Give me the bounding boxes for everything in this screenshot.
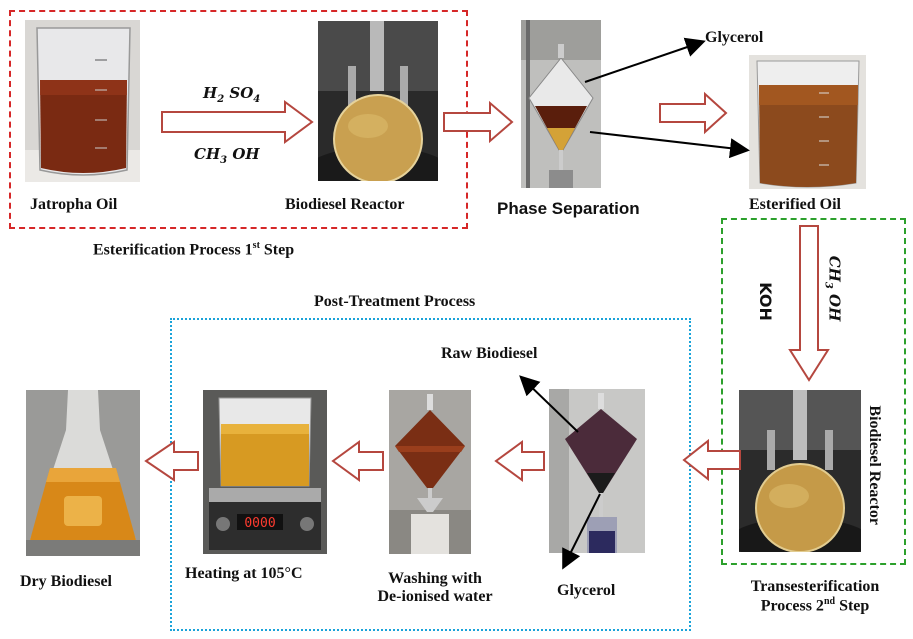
- transesterification-box: [721, 218, 906, 565]
- esterification-process-title: Esterification Process 1st Step: [93, 240, 295, 259]
- arrow-phase-to-esterified: [659, 91, 728, 135]
- arrow-to-esterified-oil: [589, 131, 750, 159]
- arrow-esterified-to-reactor2: [788, 225, 830, 382]
- arrow-washing-to-heating: [331, 440, 384, 482]
- label-glycerol-bottom: Glycerol: [557, 582, 616, 599]
- phase-separation-photo: [521, 20, 601, 188]
- label-phase-separation: Phase Separation: [497, 199, 640, 218]
- arrow-reactor-to-phase: [443, 100, 514, 144]
- transesterification-process-title: Transesterification Process 2nd Step: [750, 578, 880, 615]
- label-dry-biodiesel: Dry Biodiesel: [20, 573, 112, 590]
- biodiesel-reactor-photo-2: [739, 390, 861, 552]
- arrow-to-glycerol-bottom: [562, 493, 601, 570]
- label-biodiesel-reactor-1: Biodiesel Reactor: [285, 196, 405, 213]
- hotplate-display: 0000: [244, 516, 275, 531]
- arrow-separation-to-washing: [494, 440, 545, 482]
- jatropha-oil-photo: [25, 20, 140, 182]
- arrow-jatropha-to-reactor: [161, 100, 314, 144]
- label-washing: Washing with De-ionised water: [377, 570, 493, 606]
- label-raw-biodiesel: Raw Biodiesel: [441, 345, 538, 362]
- label-biodiesel-reactor-2: Biodiesel Reactor: [865, 405, 883, 525]
- reagent-h2so4: H2 SO4: [203, 84, 261, 105]
- arrow-heating-to-dry: [144, 440, 199, 482]
- biodiesel-reactor-photo-1: [318, 21, 438, 181]
- reagent-koh: KOH: [755, 282, 775, 321]
- label-jatropha-oil: Jatropha Oil: [30, 196, 118, 213]
- label-glycerol-top: Glycerol: [705, 29, 764, 46]
- raw-biodiesel-separation-photo: [549, 389, 645, 553]
- esterified-oil-photo: [749, 55, 866, 189]
- arrow-to-glycerol-top: [584, 37, 706, 83]
- reagent-ch3oh-2: CH3 OH: [822, 255, 844, 322]
- heating-photo: 0000: [203, 390, 327, 554]
- arrow-to-raw-biodiesel: [519, 375, 579, 433]
- washing-photo: [389, 390, 471, 554]
- label-esterified-oil: Esterified Oil: [749, 196, 841, 213]
- reagent-ch3oh-1: CH3 OH: [194, 145, 260, 166]
- post-treatment-title: Post-Treatment Process: [314, 293, 476, 310]
- arrow-reactor2-to-separation: [682, 438, 741, 482]
- dry-biodiesel-photo: [26, 390, 140, 556]
- label-heating: Heating at 105°C: [185, 565, 303, 582]
